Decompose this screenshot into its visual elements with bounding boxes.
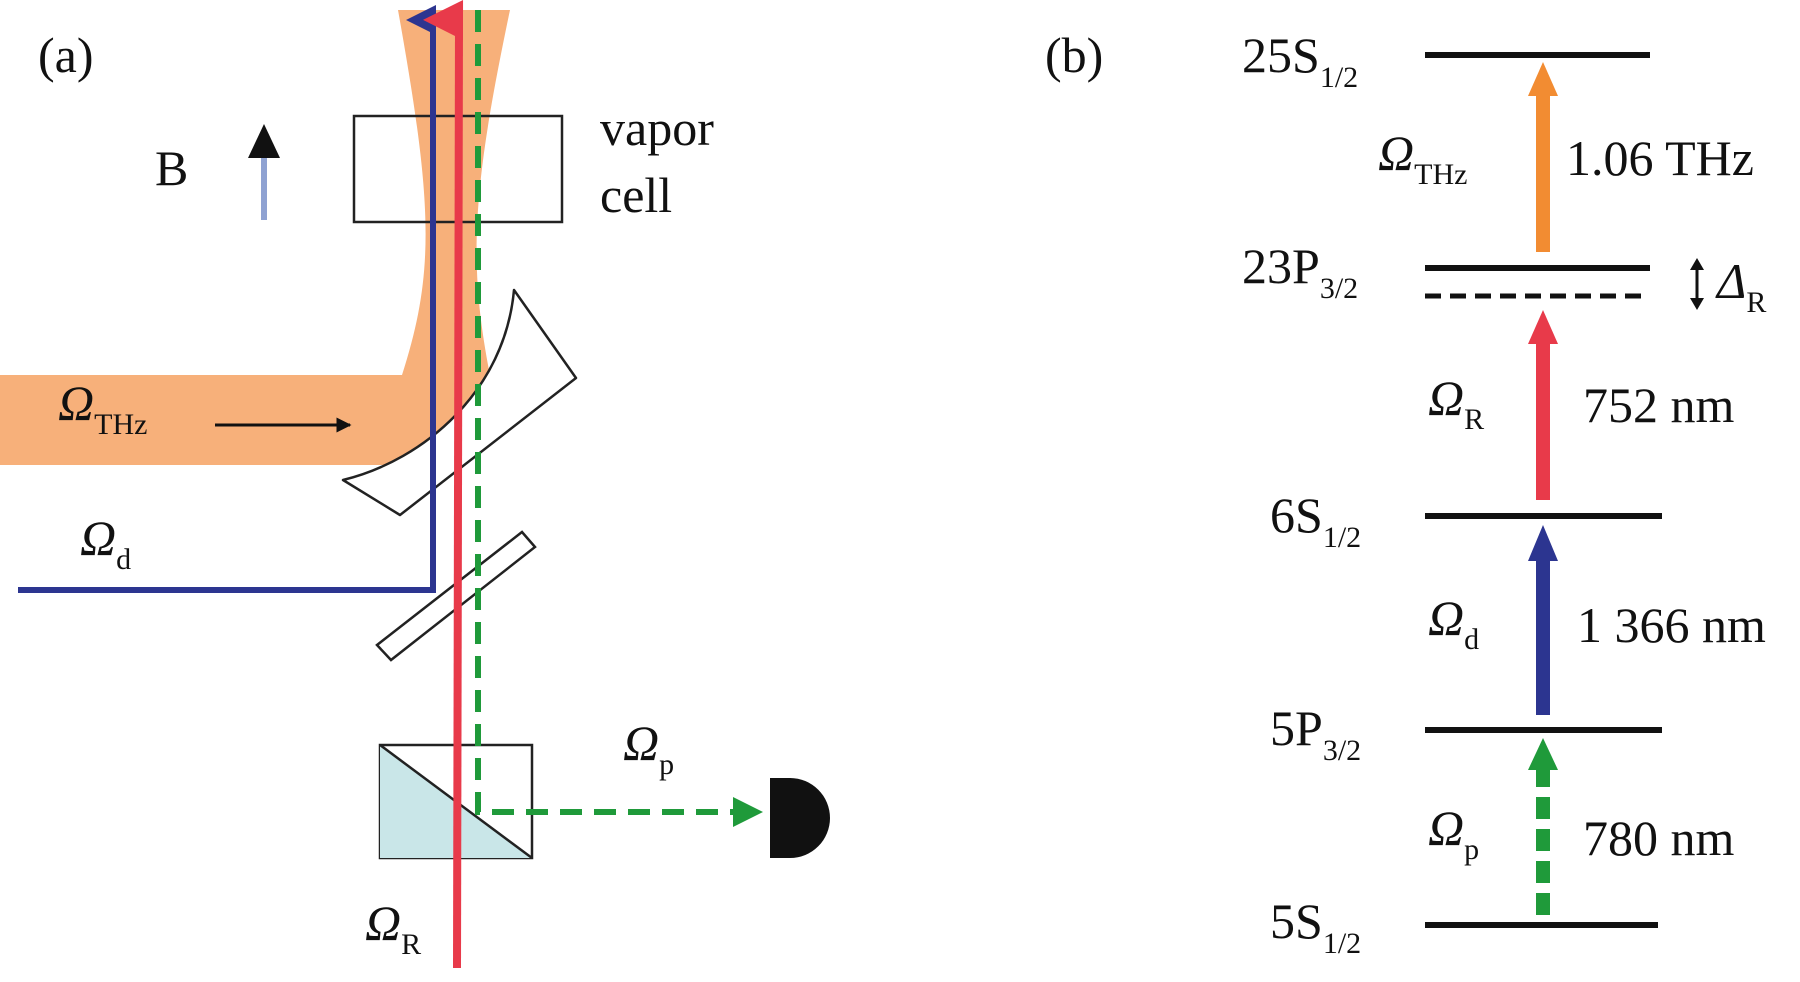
level-label-6s: 6S1/2: [1270, 487, 1361, 554]
rydberg-beam: [423, 0, 464, 969]
level-label-5p: 5P3/2: [1270, 700, 1361, 767]
panel-b-label: (b): [1045, 27, 1103, 83]
transition-symbol-probe: Ωp: [1428, 800, 1479, 866]
vapor-cell-label-line1: vapor: [600, 100, 714, 156]
transition-arrow-rydberg: [1528, 310, 1558, 500]
level-label-5s: 5S1/2: [1270, 893, 1361, 960]
transition-arrow-thz: [1528, 62, 1558, 252]
drive-beam: [18, 5, 436, 593]
detuning-arrow-icon: [1690, 258, 1704, 310]
transition-symbol-rydberg: ΩR: [1428, 370, 1484, 436]
omega-r-label: ΩR: [365, 895, 421, 961]
photodetector-icon: [770, 778, 830, 858]
b-field-label: B: [155, 140, 188, 196]
level-label-25s: 25S1/2: [1242, 27, 1358, 94]
transition-arrow-drive: [1528, 525, 1558, 715]
vapor-cell-label-line2: cell: [600, 167, 672, 223]
b-field-arrow-icon: [248, 124, 280, 220]
transition-arrow-probe: [1528, 738, 1558, 915]
transition-wavelength-drive: 1 366 nm: [1577, 597, 1766, 653]
level-label-23p: 23P3/2: [1242, 238, 1358, 305]
omega-p-label: Ωp: [623, 715, 674, 781]
detuning-label: ΔR: [1715, 253, 1766, 319]
transition-freq-thz: 1.06 THz: [1566, 130, 1754, 186]
panel-a-label: (a): [38, 27, 94, 83]
transition-symbol-drive: Ωd: [1428, 590, 1479, 656]
parabolic-mirror-icon: [341, 288, 578, 517]
transition-symbol-thz: ΩTHz: [1378, 125, 1467, 191]
transition-wavelength-rydberg: 752 nm: [1583, 377, 1735, 433]
omega-d-label: Ωd: [80, 510, 131, 576]
probe-beam: [475, 10, 763, 827]
omega-thz-label: ΩTHz: [58, 375, 147, 441]
transition-wavelength-probe: 780 nm: [1583, 810, 1735, 866]
